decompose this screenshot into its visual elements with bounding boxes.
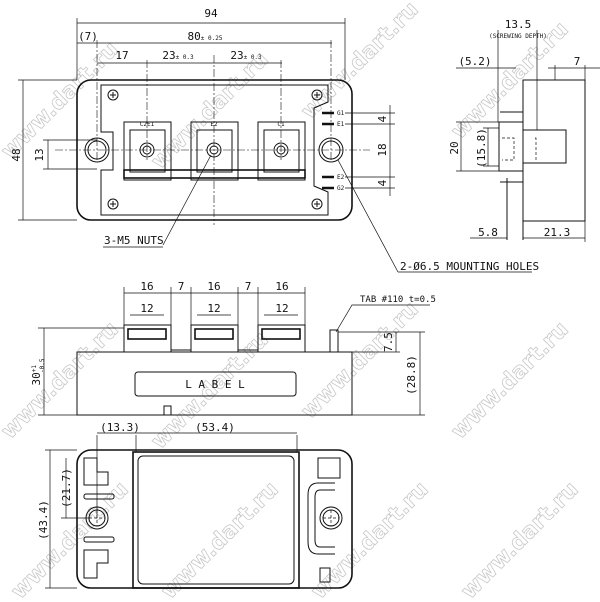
terminal-label: C1 [277, 121, 285, 128]
side-view: 13.5 (SCREWING DEPTH) (5.2) 7 20 (15.8) … [448, 18, 600, 242]
dim-13-3: (13.3) [100, 421, 140, 434]
dim-13-5: 13.5 [505, 18, 532, 31]
svg-text:G1: G1 [337, 110, 345, 117]
dim-5-2: (5.2) [458, 55, 491, 68]
bottom-view: (13.3) (53.4) (21.7) (43.4) [37, 421, 353, 589]
top-view: C2E1 E2 C1 G1 E1 E2 G2 94 80± 0.25 (7) 1… [10, 7, 539, 273]
label-box [134, 371, 297, 397]
screw-icon [107, 89, 323, 210]
case-outline [100, 84, 329, 216]
baseplate [132, 451, 300, 589]
dim-7-side: 7 [574, 55, 581, 68]
dim-43-4: (43.4) [37, 500, 50, 540]
dim-53-4: (53.4) [195, 421, 235, 434]
dim-23-b: 23± 0.3 [230, 49, 262, 62]
dim-16: 16 [207, 280, 220, 293]
dim-12: 12 [140, 302, 153, 315]
dim-23-a: 23± 0.3 [162, 49, 194, 62]
watermark: www.dart.ru [447, 317, 574, 444]
dim-4-a: 4 [376, 115, 389, 122]
mounting-hole [319, 506, 343, 530]
dim-48: 48 [10, 148, 23, 161]
dim-15-8: (15.8) [475, 128, 488, 168]
svg-text:G2: G2 [337, 185, 345, 192]
dim-20: 20 [448, 141, 461, 154]
dim-17: 17 [115, 49, 128, 62]
label-text: L A B E L [185, 378, 245, 391]
dim-30: 30+1-0.5 [30, 358, 46, 385]
base-outline [76, 449, 353, 589]
module-body [76, 351, 353, 416]
dim-80: 80± 0.25 [188, 30, 223, 43]
note-mounting-holes: 2-Ø6.5 MOUNTING HOLES [400, 260, 539, 273]
dim-18: 18 [376, 143, 389, 156]
dim-28-8: (28.8) [405, 355, 418, 395]
terminal-C1: C1 [263, 121, 300, 173]
svg-text:E2: E2 [337, 174, 345, 181]
watermark: www.dart.ru [457, 477, 584, 602]
dim-7-5: 7.5 [382, 332, 395, 352]
dim-12: 12 [207, 302, 220, 315]
dim-94: 94 [204, 7, 218, 20]
dim-5-8: 5.8 [478, 226, 498, 239]
dim-4-b: 4 [376, 179, 389, 186]
tab-terminal [329, 329, 339, 353]
dim-7: (7) [78, 30, 98, 43]
aux-pins: G1 E1 E2 G2 [322, 110, 345, 192]
note-screwing-depth: (SCREWING DEPTH) [489, 33, 547, 40]
watermark: www.dart.ru [157, 477, 284, 602]
note-tab: TAB #110 t=0.5 [360, 295, 436, 305]
note-nuts: 3-M5 NUTS [104, 234, 164, 247]
dim-16: 16 [275, 280, 288, 293]
dim-21-3: 21.3 [544, 226, 571, 239]
svg-text:E1: E1 [337, 121, 345, 128]
dim-16: 16 [140, 280, 153, 293]
watermark: www.dart.ru [307, 477, 434, 602]
dim-13: 13 [33, 148, 46, 161]
dim-21-7: (21.7) [60, 468, 73, 508]
terminal-label: E2 [210, 121, 218, 128]
dim-7-gap: 7 [178, 280, 185, 293]
watermark: www.dart.ru [297, 0, 424, 124]
dim-7-gap: 7 [245, 280, 252, 293]
watermark: www.dart.ru [147, 47, 274, 174]
front-view: L A B E L 16 7 16 7 16 12 12 12 TAB #110… [30, 280, 436, 416]
dim-12: 12 [275, 302, 288, 315]
terminal-label: C2E1 [140, 121, 155, 128]
